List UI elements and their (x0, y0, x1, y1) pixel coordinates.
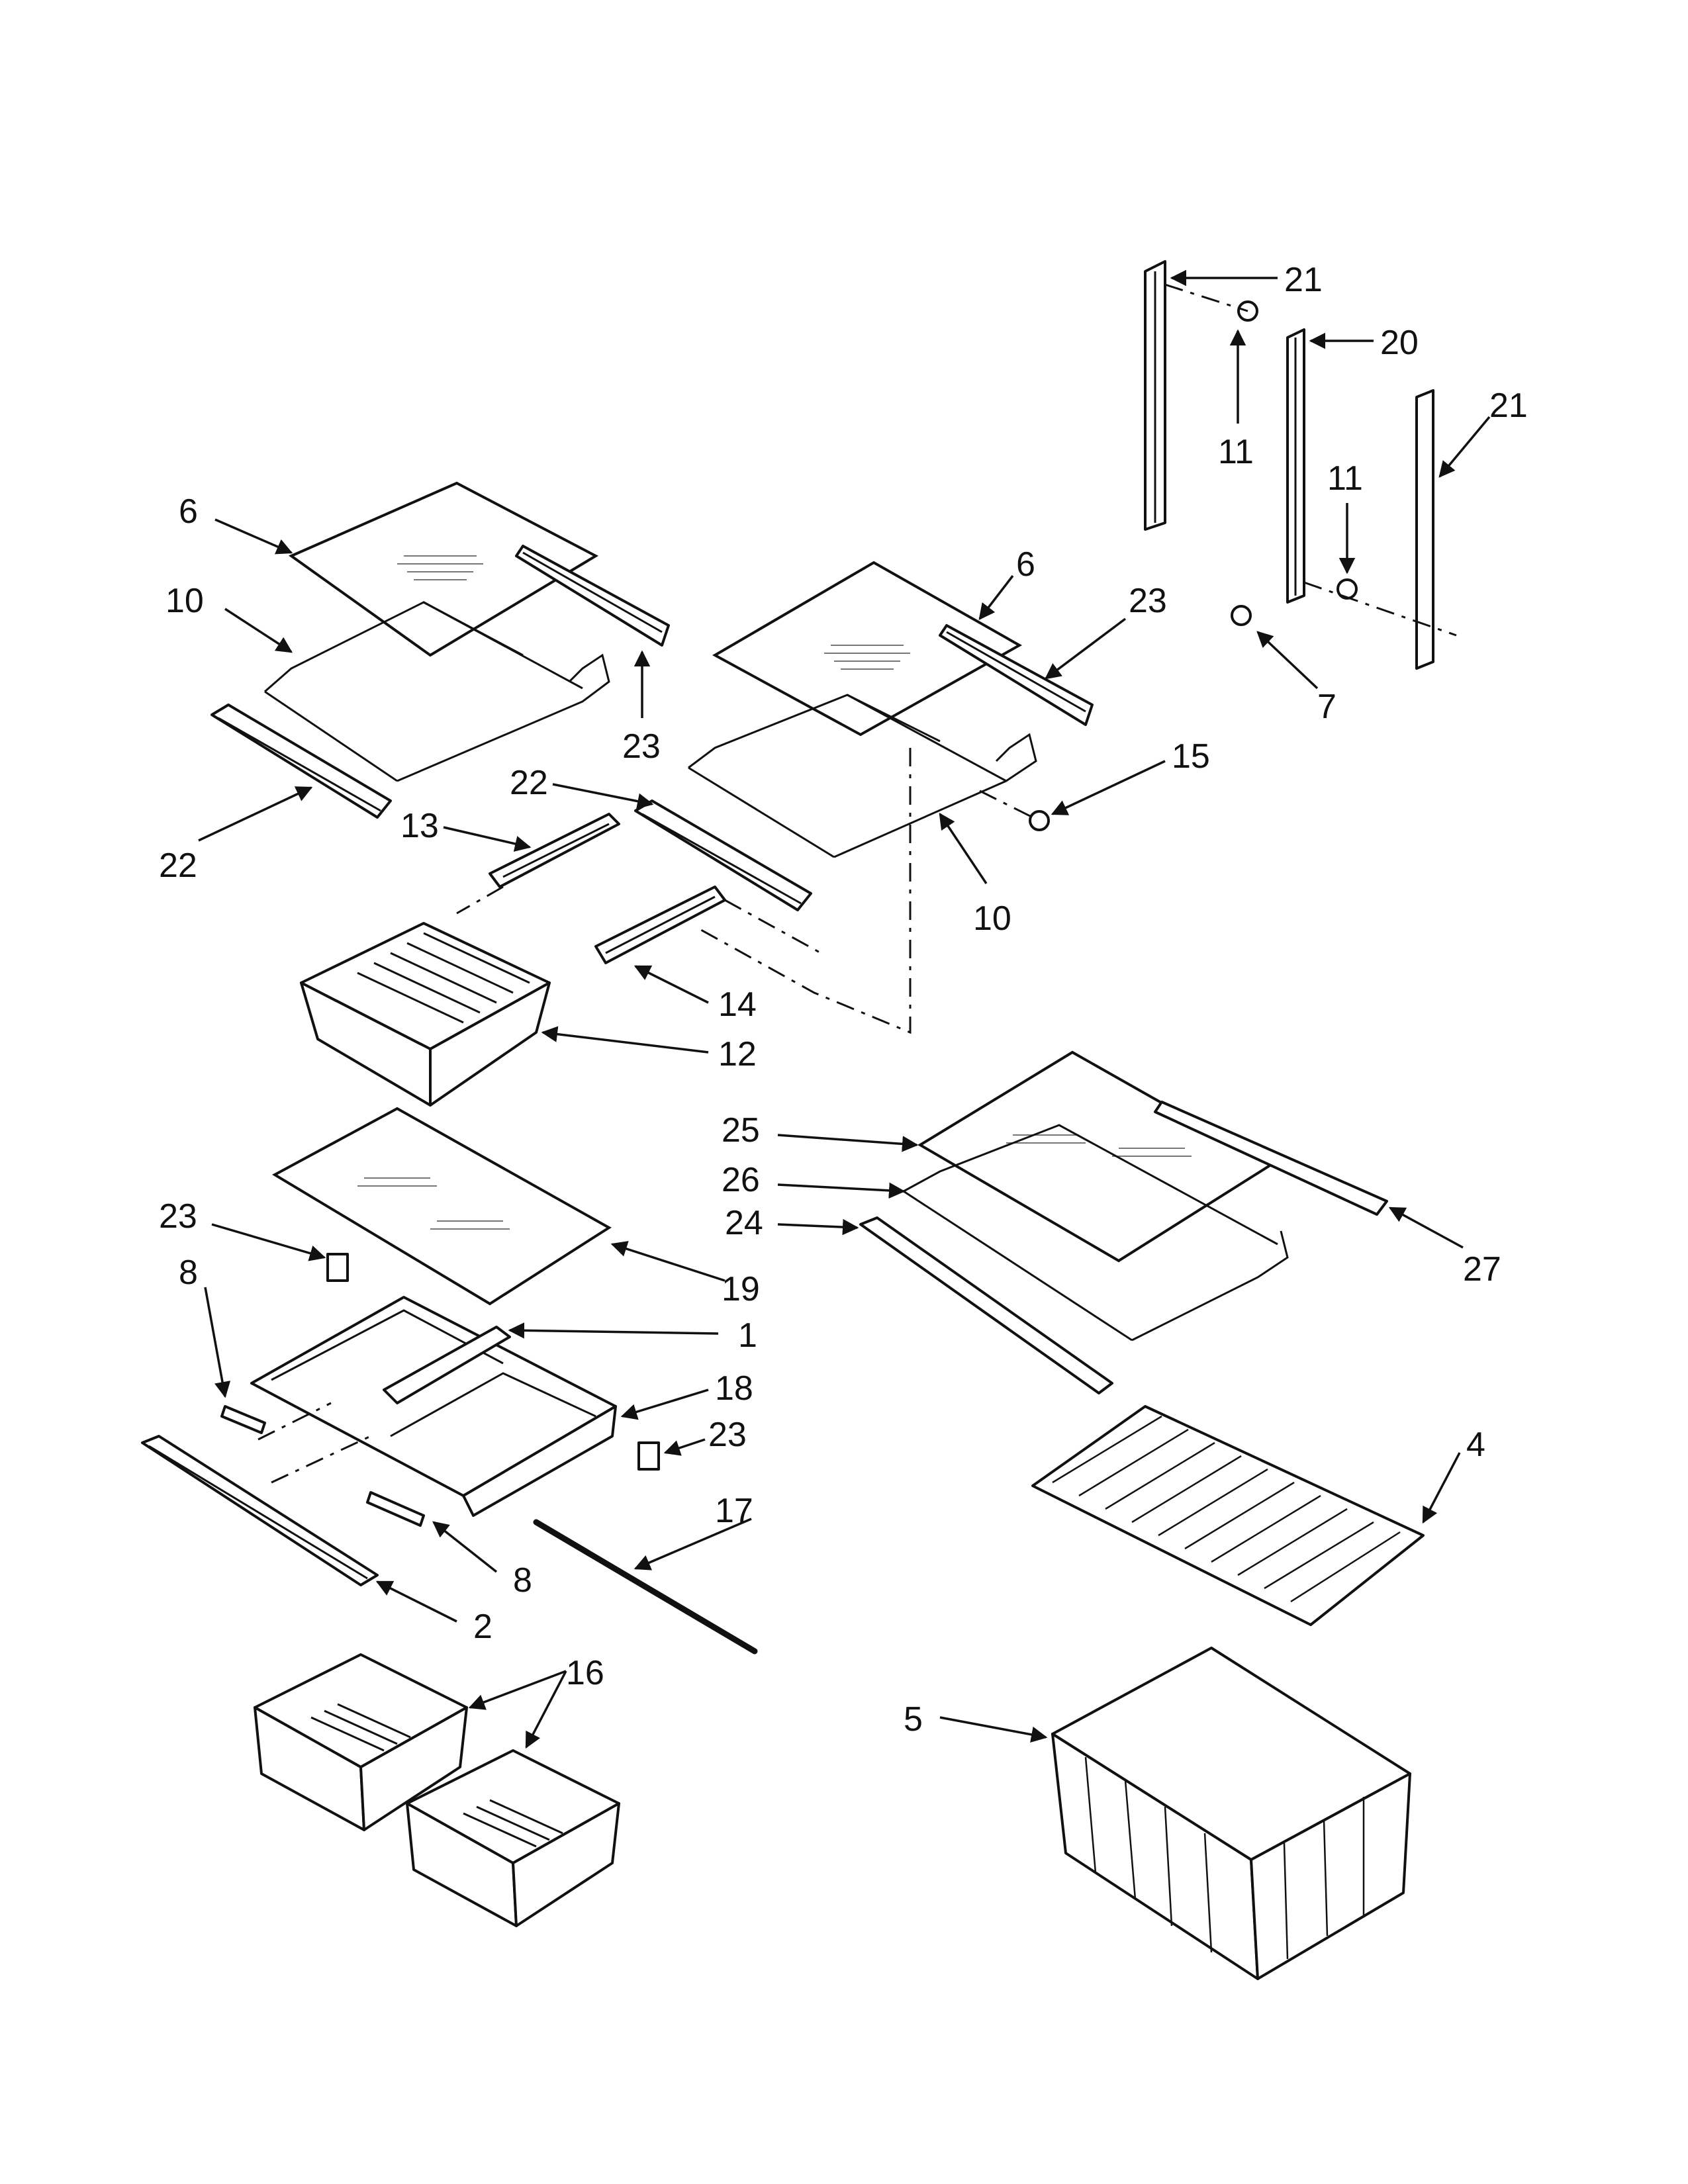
slide-left (220, 1405, 266, 1434)
crisper-frame (250, 1296, 617, 1517)
callout-7: 7 (1317, 688, 1336, 726)
callout-23-upper-middle: 23 (1129, 582, 1167, 620)
callout-18: 18 (715, 1369, 753, 1408)
callout-1: 1 (738, 1316, 757, 1355)
callout-21-right: 21 (1489, 387, 1528, 425)
glass-shelf-lower-right (917, 1050, 1274, 1263)
callout-24: 24 (725, 1204, 763, 1242)
front-trim-upper-middle (634, 799, 812, 911)
glass-cover-crisper (271, 1107, 612, 1306)
callout-11-left: 11 (1218, 433, 1254, 471)
leader-lines (198, 269, 1491, 1749)
callout-25: 25 (722, 1111, 760, 1150)
callout-10-left: 10 (165, 582, 204, 620)
front-trim-lower-right (859, 1216, 1113, 1394)
callout-4: 4 (1466, 1426, 1485, 1464)
slide-right (366, 1491, 425, 1527)
end-cap-right (637, 1441, 660, 1471)
callout-20: 20 (1380, 324, 1419, 362)
callout-8-left: 8 (179, 1253, 198, 1292)
callout-22-middle: 22 (510, 764, 548, 802)
callout-5: 5 (904, 1700, 923, 1739)
ladder-rail-right (1415, 389, 1434, 670)
callout-23-crisper-left: 23 (159, 1197, 197, 1236)
screw-7 (1231, 605, 1252, 626)
slide-rail-left (489, 813, 620, 888)
shelf-frame-upper-middle (688, 694, 1037, 858)
callout-17: 17 (715, 1492, 753, 1530)
drawer-upper (300, 922, 551, 1107)
assembly-lines (258, 283, 1457, 1484)
end-cap-left (326, 1253, 349, 1282)
callout-11-right: 11 (1327, 459, 1363, 498)
ladder-rail-left (1144, 260, 1166, 531)
callout-19: 19 (722, 1270, 760, 1308)
callout-26: 26 (722, 1161, 760, 1199)
callout-16: 16 (566, 1654, 604, 1692)
callout-27: 27 (1463, 1250, 1501, 1289)
callout-8-right: 8 (513, 1561, 532, 1600)
slide-rail-right (594, 886, 726, 964)
shelf-trim-upper-middle (939, 624, 1094, 726)
callout-10-middle: 10 (973, 899, 1011, 938)
callout-6-left: 6 (179, 492, 198, 531)
front-trim-upper-left (211, 704, 392, 819)
callout-21-top: 21 (1284, 261, 1323, 299)
rear-trim-lower-right (1154, 1101, 1388, 1216)
wire-basket (1051, 1647, 1411, 1980)
screw-15 (1029, 810, 1050, 831)
callout-14: 14 (718, 985, 757, 1024)
crisper-drawer-right (406, 1749, 620, 1927)
callout-22-left: 22 (159, 846, 197, 885)
callout-15: 15 (1172, 737, 1210, 776)
shelf-frame-lower-right (903, 1124, 1289, 1342)
rod (533, 1519, 758, 1655)
front-trim-crisper (141, 1435, 379, 1586)
callout-labels: 21 20 21 11 11 7 15 6 10 23 22 6 23 10 2… (159, 261, 1528, 1739)
callout-13: 13 (400, 807, 439, 845)
callout-2: 2 (473, 1608, 492, 1646)
shelf-trim-upper-left (515, 545, 670, 647)
ladder-rail-center (1286, 328, 1305, 604)
callout-6-middle: 6 (1016, 545, 1035, 584)
crisper-drawer-left (254, 1653, 468, 1831)
callout-23-crisper-right: 23 (708, 1416, 747, 1454)
shelf-frame-upper-left (264, 601, 610, 782)
callout-23-upper-left: 23 (622, 727, 661, 766)
wire-shelf (1031, 1405, 1425, 1626)
callout-12: 12 (718, 1035, 757, 1073)
